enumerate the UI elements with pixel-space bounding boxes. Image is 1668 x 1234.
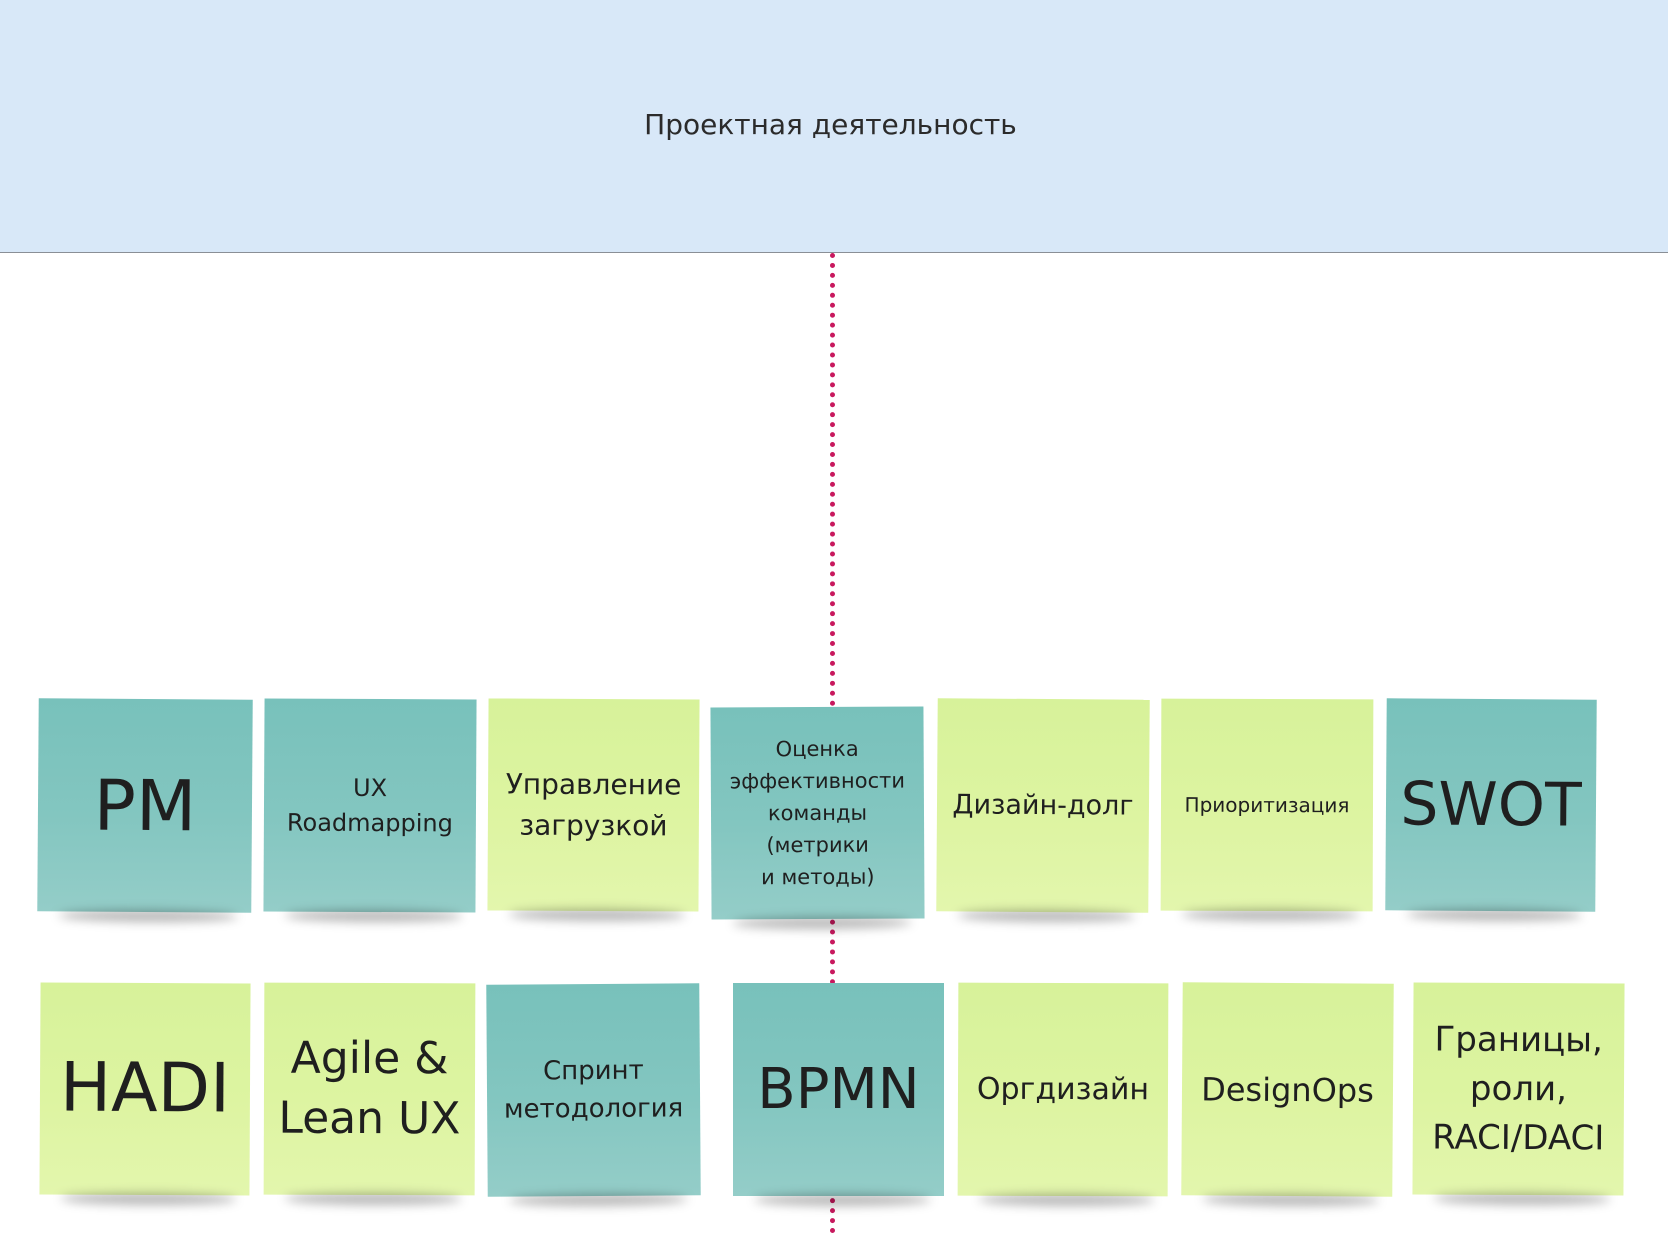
sticky-note-text: Agile & Lean UX xyxy=(278,1032,461,1145)
sticky-note-hadi[interactable]: HADI xyxy=(39,982,251,1196)
sticky-note-text: Оценка эффективности команды (метрики и … xyxy=(729,736,906,890)
sticky-note-org-design[interactable]: Оргдизайн xyxy=(957,982,1169,1197)
sticky-note-workload-management[interactable]: Управление загрузкой xyxy=(487,698,700,912)
sticky-note-designops[interactable]: DesignOps xyxy=(1181,982,1394,1197)
sticky-note-design-debt[interactable]: Дизайн-долг xyxy=(936,698,1150,913)
sticky-note-text: Управление загрузкой xyxy=(505,767,682,843)
sticky-note-bpmn[interactable]: BPMN xyxy=(733,983,944,1196)
sticky-note-text: Спринт методология xyxy=(503,1055,684,1125)
sticky-note-swot[interactable]: SWOT xyxy=(1385,698,1597,912)
sticky-note-prioritization[interactable]: Приоритизация xyxy=(1160,698,1374,912)
header-band: Проектная деятельность xyxy=(0,0,1668,253)
sticky-note-roles-raci-daci[interactable]: Границы, роли, RACI/DACI xyxy=(1412,982,1625,1196)
sticky-note-pm[interactable]: PM xyxy=(37,698,253,913)
sticky-note-text: Границы, роли, RACI/DACI xyxy=(1432,1019,1605,1158)
board-title: Проектная деятельность xyxy=(644,108,1017,141)
sticky-note-text: SWOT xyxy=(1400,769,1582,841)
sticky-note-text: Приоритизация xyxy=(1184,792,1350,818)
sticky-note-text: DesignOps xyxy=(1201,1069,1374,1110)
sticky-note-text: BPMN xyxy=(757,1056,920,1122)
sticky-note-text: UX Roadmapping xyxy=(286,773,453,837)
sticky-note-text: Дизайн-долг xyxy=(952,788,1134,822)
sticky-note-team-efficiency[interactable]: Оценка эффективности команды (метрики и … xyxy=(710,706,925,920)
sticky-note-text: PM xyxy=(93,764,197,847)
sticky-note-ux-roadmapping[interactable]: UX Roadmapping xyxy=(263,698,477,913)
sticky-note-text: HADI xyxy=(59,1048,231,1129)
sticky-note-agile-lean-ux[interactable]: Agile & Lean UX xyxy=(263,982,476,1196)
sticky-note-text: Оргдизайн xyxy=(976,1071,1150,1107)
sticky-note-sprint-methodology[interactable]: Спринт методология xyxy=(486,983,701,1197)
